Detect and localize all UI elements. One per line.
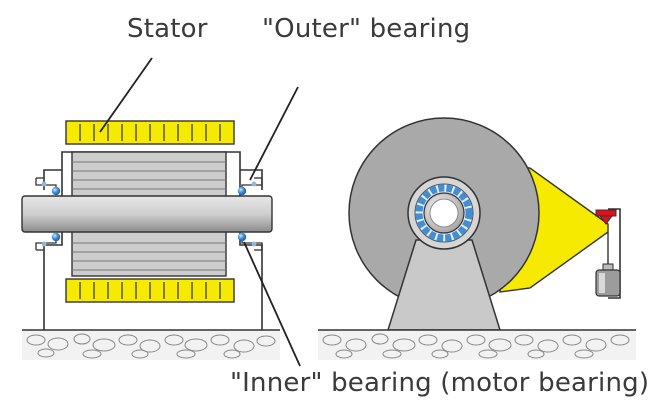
outer-bearing-leader [249,86,299,181]
right-bottom-bearing-ball [237,232,247,242]
weight-icon [595,232,621,297]
inner-bearing-label: "Inner" bearing (motor bearing) [230,368,650,398]
right-top-bearing-ball [237,186,247,196]
stator-label: Stator [127,14,208,44]
wheel-bearing [407,176,481,250]
inner-bearing-leader [243,241,301,367]
outer-bearing-label: "Outer" bearing [262,14,471,44]
stator-winding-top [65,120,235,145]
ground-left [22,329,280,360]
bearing-ball-ring [415,184,473,242]
left-bottom-bearing-ball [51,232,61,242]
motor-section [21,57,301,367]
balance-pointer-icon [595,208,621,299]
leader-lines [99,57,301,367]
stator-leader [99,57,153,133]
stator-winding-bottom [65,278,235,303]
motor-shaft [21,195,273,233]
ground-right [318,329,636,360]
motor-bearing-balls [41,181,257,247]
load-test-rig [318,117,636,360]
left-top-bearing-ball [51,186,61,196]
